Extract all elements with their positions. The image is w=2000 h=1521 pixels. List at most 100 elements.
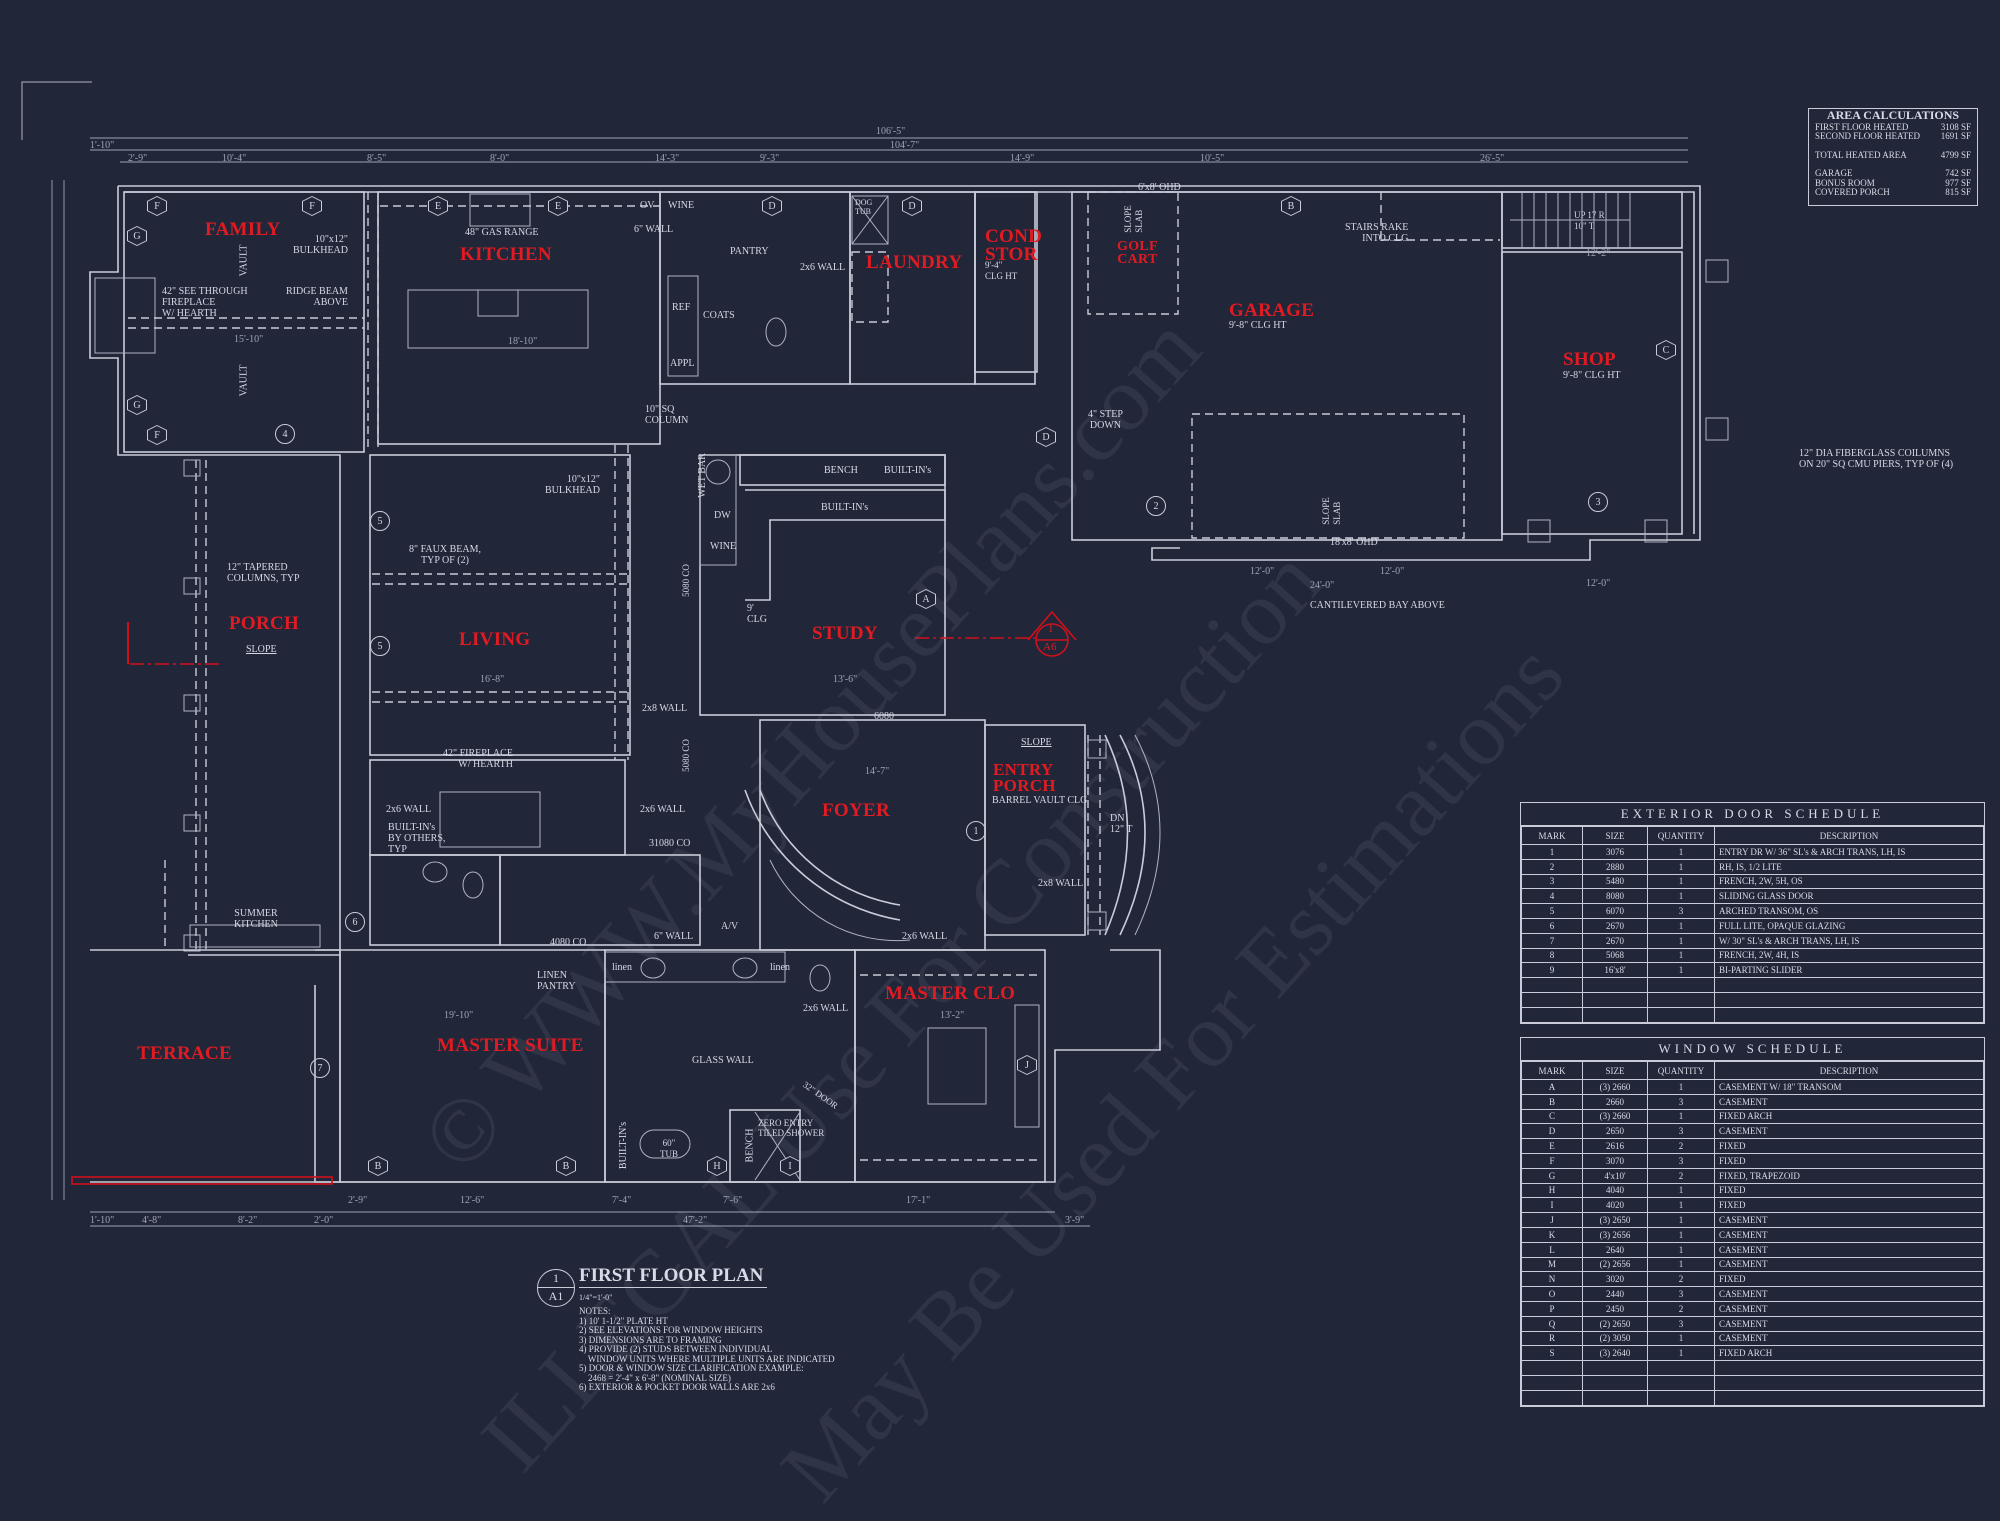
note-6in-wall: 6" WALL <box>634 224 674 235</box>
mark-cell <box>1521 1006 1583 1023</box>
size-cell: 5480 <box>1582 873 1648 890</box>
size-cell: (3) 2660 <box>1582 1079 1648 1095</box>
window-tag-b: B <box>1281 196 1301 216</box>
room-living: LIVING <box>459 629 531 650</box>
column-header: QUANTITY <box>1647 826 1715 845</box>
dim-bottom-3: 8'-2" <box>238 1215 258 1226</box>
column-header: MARK <box>1521 826 1583 845</box>
description-cell <box>1714 991 1984 1008</box>
dim-living-width: 16'-8" <box>480 674 505 685</box>
dim-top-3: 10'-4" <box>222 153 247 164</box>
description-cell: FRENCH, 2W, 4H, IS <box>1714 947 1984 964</box>
note-ridge-beam: RIDGE BEAM ABOVE <box>286 286 348 308</box>
window-tag-e: E <box>548 196 568 216</box>
window-tag-b: B <box>368 1156 388 1176</box>
size-cell: (3) 2660 <box>1582 1108 1648 1125</box>
quantity-cell <box>1647 1374 1715 1391</box>
note-bench-study: BENCH <box>824 465 858 476</box>
door-tag-1: 1 <box>966 821 986 841</box>
window-tag-g: G <box>127 395 147 415</box>
mark-cell: D <box>1521 1123 1583 1140</box>
note-gas-range: 48" GAS RANGE <box>465 227 539 238</box>
note-5080-co-a: 5080 CO <box>680 564 691 597</box>
size-cell: 16'x8' <box>1582 962 1648 979</box>
door-schedule-row <box>1521 977 1984 993</box>
door-tag-6: 6 <box>345 912 365 932</box>
size-cell: 2640 <box>1582 1241 1648 1258</box>
door-schedule-row <box>1521 991 1984 1008</box>
size-cell: (2) 2656 <box>1582 1256 1648 1273</box>
description-cell: FIXED, TRAPEZOID <box>1714 1167 1984 1184</box>
description-cell: FIXED ARCH <box>1714 1345 1984 1362</box>
dim-shop-porch: 12'-0" <box>1586 578 1611 589</box>
door-tag-4: 4 <box>275 424 295 444</box>
note-summer-kitchen: SUMMER KITCHEN <box>234 908 278 930</box>
mark-cell: 7 <box>1521 932 1583 949</box>
dim-bottom-4: 2'-0" <box>314 1215 334 1226</box>
mark-cell: S <box>1521 1345 1583 1362</box>
description-cell: CASEMENT <box>1714 1300 1984 1317</box>
description-cell: BI-PARTING SLIDER <box>1714 962 1984 979</box>
quantity-cell: 1 <box>1647 1197 1715 1214</box>
window-tag-a: A <box>916 589 936 609</box>
quantity-cell: 3 <box>1647 1152 1715 1169</box>
size-cell: 2670 <box>1582 917 1648 934</box>
detail-number: 1 <box>538 1270 574 1288</box>
description-cell <box>1714 1360 1984 1376</box>
dim-bottom-7: 7'-4" <box>612 1195 632 1206</box>
note-2x8-wall-entry: 2x8 WALL <box>1038 878 1084 889</box>
note-living-fireplace: 42" FIREPLACE W/ HEARTH <box>443 748 513 770</box>
mark-cell: 9 <box>1521 962 1583 979</box>
size-cell: (2) 2650 <box>1582 1315 1648 1332</box>
description-cell: FIXED <box>1714 1152 1984 1169</box>
mark-cell: K <box>1521 1226 1583 1243</box>
dim-garage-total: 24'-0" <box>1310 580 1335 591</box>
quantity-cell: 3 <box>1647 1315 1715 1332</box>
dim-garage-bay-2: 12'-0" <box>1380 566 1405 577</box>
window-schedule-title: WINDOW SCHEDULE <box>1521 1038 1984 1061</box>
size-cell: (2) 3050 <box>1582 1330 1648 1347</box>
mark-cell: J <box>1521 1212 1583 1228</box>
note-step-down: 4" STEP DOWN <box>1088 409 1123 431</box>
quantity-cell: 3 <box>1647 903 1715 919</box>
door-tag-5: 5 <box>370 511 390 531</box>
dim-closet-width: 13'-2" <box>940 1010 965 1021</box>
dim-top-10: 26'-5" <box>1480 153 1505 164</box>
door-tag-3: 3 <box>1588 492 1608 512</box>
room-foyer: FOYER <box>822 800 890 821</box>
window-tag-d: D <box>1036 427 1056 447</box>
description-cell <box>1714 1374 1984 1391</box>
room-laundry: LAUNDRY <box>866 252 963 273</box>
note-fiberglass-columns: 12" DIA FIBERGLASS COILUMNS ON 20" SQ CM… <box>1799 448 1954 470</box>
note-stairs-rake: STAIRS RAKE INTO CLG <box>1345 222 1409 244</box>
mark-cell: O <box>1521 1286 1583 1302</box>
quantity-cell <box>1647 991 1715 1008</box>
note-barrel-vault: BARREL VAULT CLG <box>992 795 1088 806</box>
mark-cell: E <box>1521 1138 1583 1154</box>
quantity-cell <box>1647 1006 1715 1023</box>
mark-cell: P <box>1521 1300 1583 1317</box>
dim-bottom-8: 7'-6" <box>723 1195 743 1206</box>
quantity-cell <box>1647 1389 1715 1406</box>
mark-cell: 2 <box>1521 858 1583 875</box>
door-tag-5: 5 <box>370 636 390 656</box>
note-linen-pantry: LINEN PANTRY <box>537 970 576 992</box>
note-slope-slab-golf: SLOPE SLAB <box>1122 205 1144 233</box>
room-master-suite: MASTER SUITE <box>437 1035 584 1056</box>
dim-top-2: 2'-9" <box>128 153 148 164</box>
note-vault-lower: VAULT <box>238 364 250 397</box>
note-builtins-study-2: BUILT-IN's <box>821 502 869 513</box>
note-linen-2: linen <box>770 962 790 973</box>
note-vault-upper: VAULT <box>238 244 250 277</box>
sheet-number: A1 <box>548 1289 564 1303</box>
